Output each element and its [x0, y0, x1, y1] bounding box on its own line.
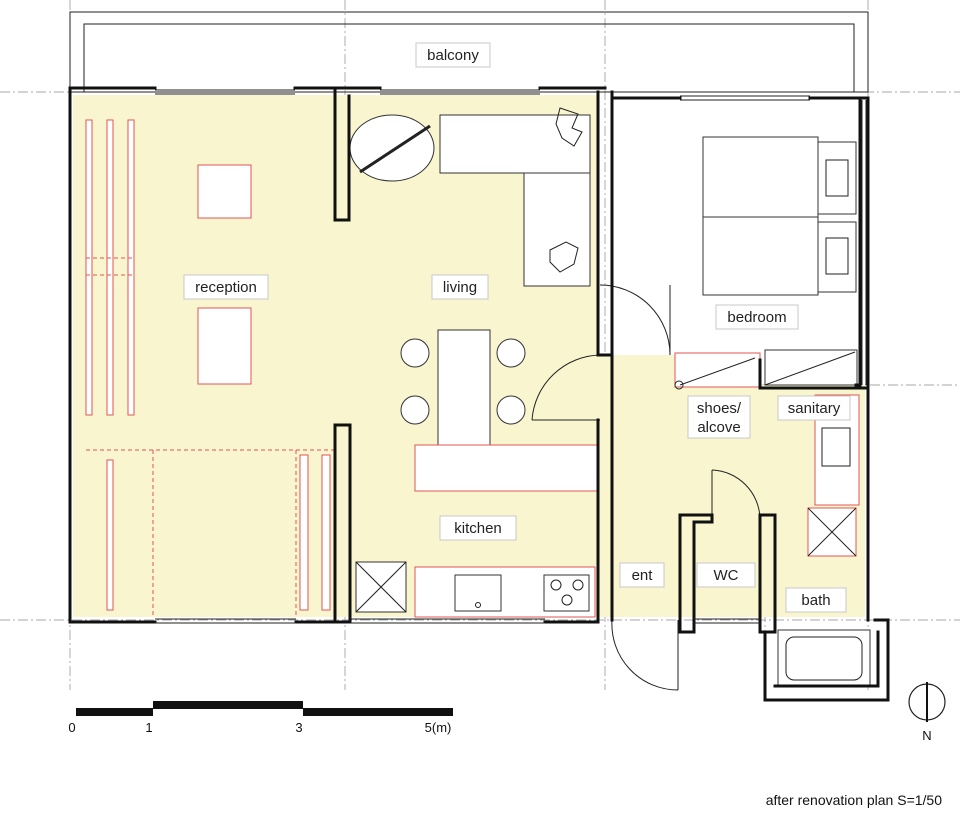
label-shoes-alcove: shoes/ alcove: [687, 395, 751, 439]
svg-text:bedroom: bedroom: [727, 309, 786, 326]
reception-tables: [197, 164, 252, 385]
label-living: living: [431, 274, 489, 300]
scale-bar: 0 1 3 5(m): [68, 701, 453, 735]
doors: [531, 284, 761, 691]
svg-text:ent: ent: [632, 567, 654, 584]
label-wc: WC: [696, 562, 756, 588]
label-ent: ent: [619, 562, 665, 588]
north-compass: N: [908, 682, 946, 743]
label-reception: reception: [183, 274, 269, 300]
label-kitchen: kitchen: [439, 515, 517, 541]
svg-text:kitchen: kitchen: [454, 520, 502, 537]
room-labels: balcony reception living bedroom shoes/ …: [183, 42, 851, 613]
scale-tick-3: 3: [295, 720, 302, 735]
svg-text:reception: reception: [195, 279, 257, 296]
svg-text:N: N: [922, 728, 931, 743]
svg-text:bath: bath: [801, 592, 830, 609]
svg-text:balcony: balcony: [427, 47, 479, 64]
bedroom-furniture: [674, 136, 858, 390]
svg-text:shoes/: shoes/: [697, 400, 742, 417]
label-balcony: balcony: [415, 42, 491, 68]
balcony-outline: [69, 11, 869, 93]
svg-text:sanitary: sanitary: [788, 400, 841, 417]
svg-text:living: living: [443, 279, 477, 296]
label-bath: bath: [785, 587, 847, 613]
kitchen-counter: [355, 561, 596, 618]
label-bedroom: bedroom: [715, 304, 799, 330]
label-sanitary: sanitary: [777, 395, 851, 421]
scale-tick-1: 1: [145, 720, 152, 735]
reception-shelving: [85, 119, 336, 617]
scale-tick-0: 0: [68, 720, 75, 735]
walls: [68, 86, 890, 702]
svg-text:WC: WC: [714, 567, 739, 584]
scale-tick-5: 5(m): [425, 720, 452, 735]
plan-caption: after renovation plan S=1/50: [766, 792, 943, 808]
windows: [155, 89, 867, 624]
svg-text:alcove: alcove: [697, 419, 740, 436]
living-furniture: [349, 107, 599, 492]
